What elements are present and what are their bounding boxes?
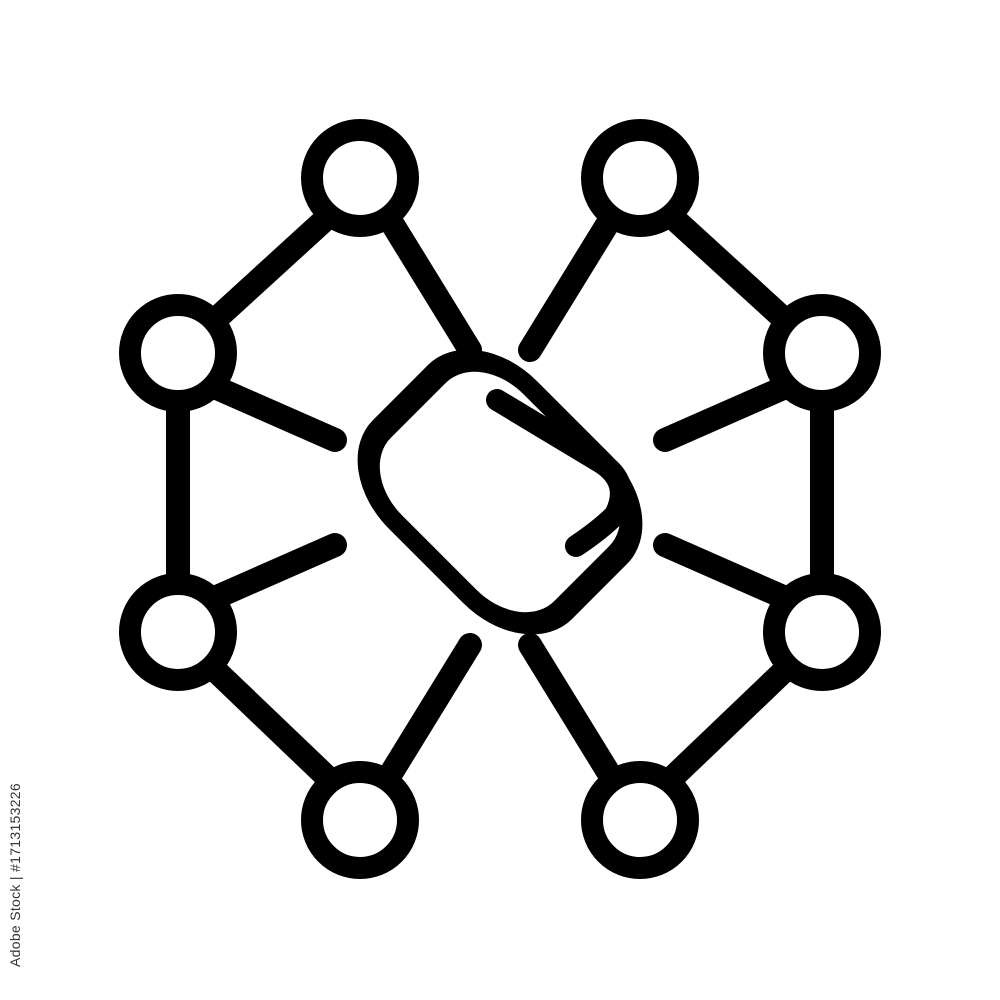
edge-tr-hub <box>518 208 622 362</box>
watermark-label: Adobe Stock | #1713153226 <box>4 760 26 990</box>
edge-sl-hub <box>198 533 347 612</box>
edge-nl-hub <box>198 373 347 452</box>
node-mid-right-lower <box>763 573 881 691</box>
edge-tl-nl <box>203 203 342 332</box>
edge-bl-hub <box>378 633 482 787</box>
edge-nr-hub <box>653 373 802 452</box>
edge-br-hub <box>518 633 622 787</box>
connector-lines <box>166 203 834 792</box>
node-top-left <box>301 119 419 237</box>
node-mid-right-upper <box>763 294 881 412</box>
edge-br-sr <box>658 658 797 792</box>
node-top-right <box>581 119 699 237</box>
node-circles <box>119 119 881 879</box>
hub-chevron-mark <box>486 389 632 557</box>
node-mid-left-upper <box>119 294 237 412</box>
node-bottom-left <box>301 761 419 879</box>
hub-shape <box>357 349 643 635</box>
edge-sr-hub <box>653 533 802 612</box>
watermark-text: Adobe Stock | #1713153226 <box>7 783 24 967</box>
hub-rounded-diamond <box>357 349 643 635</box>
edge-bl-sl <box>203 658 342 792</box>
node-mid-left-lower <box>119 573 237 691</box>
edge-tr-nr <box>658 203 797 332</box>
node-bottom-right <box>581 761 699 879</box>
edge-tl-hub <box>378 208 482 362</box>
